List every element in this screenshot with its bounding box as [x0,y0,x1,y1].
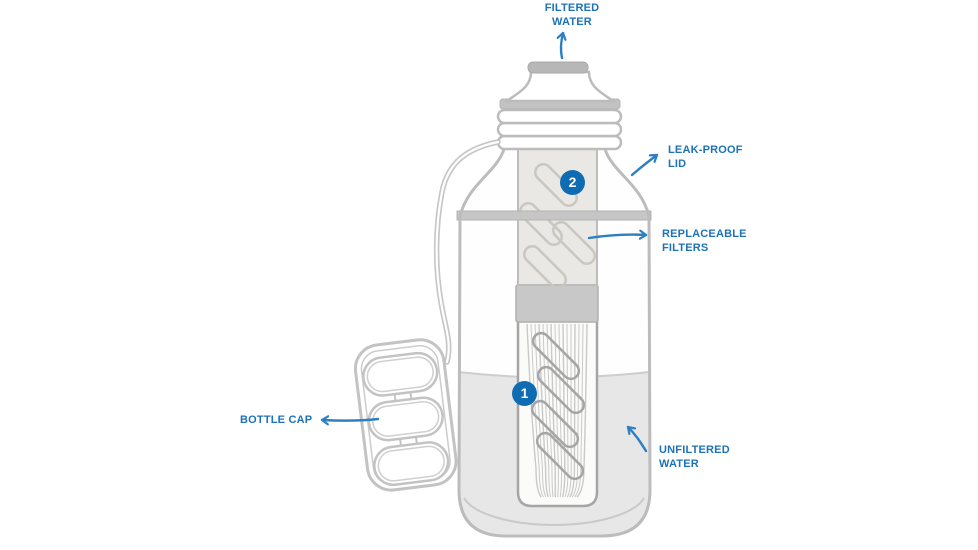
arrow-bottle-cap [320,419,380,421]
fiber-filter-capsules [530,331,586,481]
label-replaceable-filters: REPLACEABLE FILTERS [662,228,747,254]
bottle-cap [353,338,458,492]
marker-stage-1-badge: 1 [512,381,537,406]
lanyard-cord [433,139,501,365]
mouthpiece-cap [527,61,589,74]
shoulder-band [456,210,652,221]
lid-threads [496,108,623,151]
cap-grip-pills-inner [366,356,445,482]
marker-stage-2-badge: 2 [560,170,585,195]
spout-dome [503,70,617,103]
filter-collar [515,284,599,323]
arrow-leak-proof-lid [630,153,659,177]
bottle-base-rim [463,497,645,526]
label-leak-proof-lid: LEAK-PROOF LID [668,144,743,170]
label-bottle-cap: BOTTLE CAP [240,414,313,426]
arrow-filtered-water [561,31,563,60]
arrow-replaceable-filters [587,235,648,238]
annotation-arrows [320,31,659,453]
bottle-outline [457,148,652,538]
cap-grip-pills [362,351,450,487]
label-unfiltered-water: UNFILTERED WATER [659,444,730,470]
label-filtered-water: FILTERED WATER [544,2,600,28]
arrow-unfiltered-water [626,425,648,453]
